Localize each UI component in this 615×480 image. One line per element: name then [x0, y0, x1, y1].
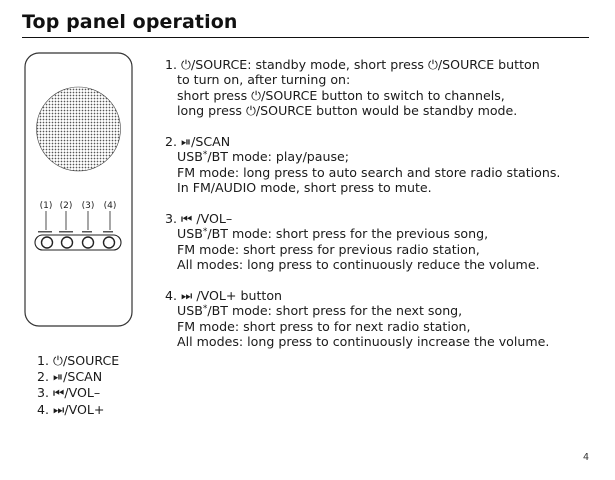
instruction-line: 3. ⏮ /VOL–: [165, 211, 233, 226]
title-rule: [22, 37, 589, 38]
callout-3: (3): [82, 201, 95, 211]
callout-1: (1): [40, 201, 53, 211]
instruction-source: 1. ⏻/SOURCE: standby mode, short press ⏻…: [165, 57, 540, 119]
instruction-vol-plus: 4. ⏭ /VOL+ button USB*/BT mode: short pr…: [165, 288, 549, 350]
instruction-line: USB*/BT mode: play/pause;: [177, 149, 350, 165]
instruction-line: 4. ⏭ /VOL+ button: [165, 288, 283, 303]
instruction-line: FM mode: long press to auto search and s…: [177, 164, 561, 180]
instruction-line: USB*/BT mode: short press for the previo…: [177, 226, 489, 242]
legend-item: 2. ⏯/SCAN: [37, 369, 103, 385]
instruction-line: All modes: long press to continuously re…: [177, 257, 540, 273]
instruction-line: long press ⏻/SOURCE button would be stan…: [177, 103, 518, 119]
vol-minus-button: [81, 236, 95, 249]
instruction-line: All modes: long press to continuously in…: [177, 334, 550, 350]
button-panel: [34, 234, 122, 251]
instruction-line: to turn on, after turning on:: [177, 72, 351, 88]
scan-button: [60, 236, 74, 249]
instruction-line: In FM/AUDIO mode, short press to mute.: [177, 180, 432, 196]
speaker-grille: [36, 86, 121, 172]
instruction-line: FM mode: short press for previous radio …: [177, 241, 480, 257]
instruction-vol-minus: 3. ⏮ /VOL– USB*/BT mode: short press for…: [165, 211, 540, 273]
instruction-line: USB*/BT mode: short press for the next s…: [177, 303, 463, 319]
instruction-line: short press ⏻/SOURCE button to switch to…: [177, 87, 505, 103]
callout-4: (4): [104, 201, 117, 211]
page-title: Top panel operation: [22, 11, 238, 33]
vol-plus-button: [102, 236, 116, 249]
source-button: [40, 236, 54, 249]
legend-item: 1. ⏻/SOURCE: [37, 353, 120, 368]
instruction-scan: 2. ⏯/SCAN USB*/BT mode: play/pause; FM m…: [165, 134, 560, 196]
legend-item: 4. ⏭/VOL+: [37, 401, 105, 417]
legend-item: 3. ⏮/VOL–: [37, 385, 101, 401]
callout-2: (2): [60, 201, 73, 211]
instruction-line: 2. ⏯/SCAN: [165, 134, 231, 149]
page-number: 4: [583, 452, 590, 463]
instruction-line: FM mode: short press to for next radio s…: [177, 318, 471, 334]
instruction-line: 1. ⏻/SOURCE: standby mode, short press ⏻…: [165, 57, 540, 72]
button-legend: 1. ⏻/SOURCE 2. ⏯/SCAN 3. ⏮/VOL– 4. ⏭/VOL…: [37, 353, 119, 418]
speaker-illustration: (1) (2) (3) (4): [24, 52, 133, 327]
